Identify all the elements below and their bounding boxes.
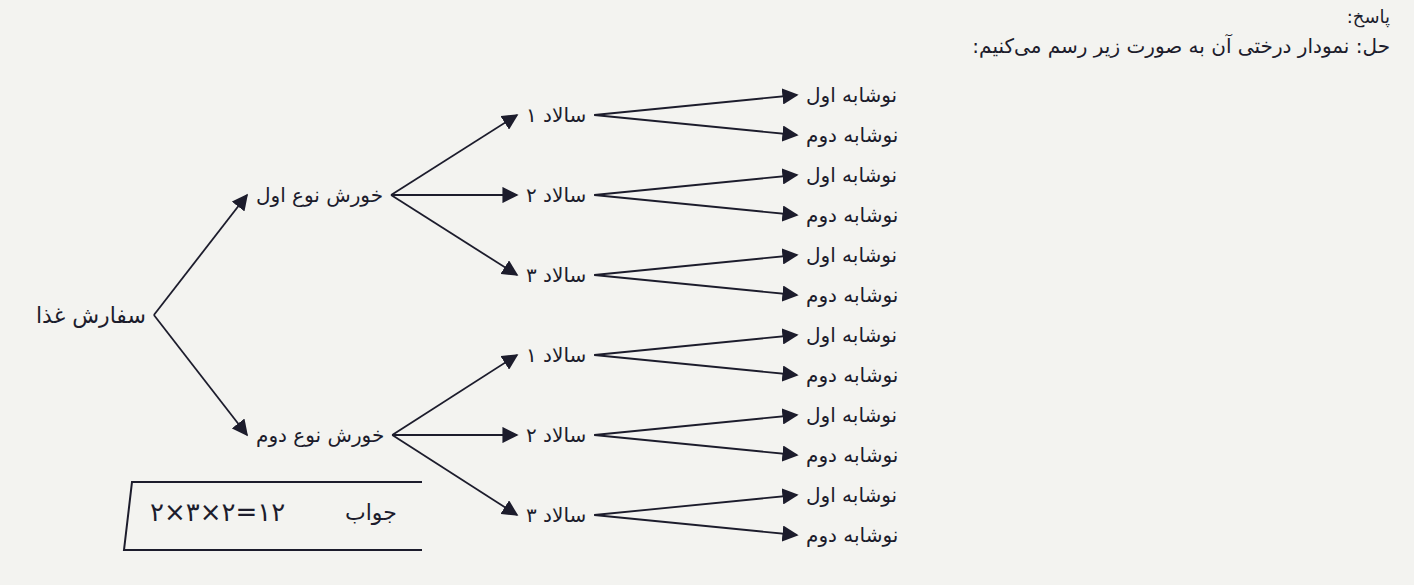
node-text: سالاد ۱ <box>526 103 586 127</box>
node-text: سفارش غذا <box>36 303 146 328</box>
node-text: خورش نوع اول <box>256 183 383 207</box>
node-text: سالاد ۱ <box>526 343 586 367</box>
drink-node: نوشابه دوم <box>800 201 904 229</box>
node-text: نوشابه دوم <box>806 203 898 227</box>
answer-bracket <box>124 482 422 550</box>
node-text: نوشابه دوم <box>806 523 898 547</box>
tree-arrow <box>391 195 517 275</box>
salad-node: سالاد ۳ <box>520 501 592 529</box>
tree-arrow <box>392 434 517 436</box>
salad-node: سالاد ۱ <box>520 101 592 129</box>
node-text: سالاد ۲ <box>526 423 586 447</box>
tree-arrow <box>594 515 797 535</box>
salad-node: سالاد ۲ <box>520 181 592 209</box>
heading-note: پاسخ: <box>1347 6 1390 27</box>
node-text: سالاد ۳ <box>526 263 586 287</box>
drink-node: نوشابه اول <box>800 161 903 189</box>
node-text: نوشابه دوم <box>806 443 898 467</box>
node-text: سالاد ۳ <box>526 503 586 527</box>
tree-arrow <box>392 435 517 515</box>
drink-node: نوشابه دوم <box>800 521 904 549</box>
node-text: نوشابه اول <box>806 403 897 427</box>
node-text: سالاد ۲ <box>526 183 586 207</box>
node-text: خورش نوع دوم <box>256 423 384 447</box>
drink-node: نوشابه اول <box>800 321 903 349</box>
tree-arrow <box>594 335 797 355</box>
solution-line: حل: نمودار درختی آن به صورت زیر رسم می‌ک… <box>972 34 1390 58</box>
tree-arrow <box>391 194 517 196</box>
tree-arrow <box>391 115 517 195</box>
tree-arrow <box>594 175 797 195</box>
drink-node: نوشابه دوم <box>800 361 904 389</box>
stew-node: خورش نوع دوم <box>250 421 390 449</box>
tree-arrow <box>594 195 797 215</box>
tree-arrow <box>392 355 517 435</box>
node-text: نوشابه اول <box>806 243 897 267</box>
drink-node: نوشابه دوم <box>800 281 904 309</box>
tree-arrow <box>594 415 797 435</box>
salad-node: سالاد ۲ <box>520 421 592 449</box>
drink-node: نوشابه اول <box>800 241 903 269</box>
tree-arrow <box>594 435 797 455</box>
salad-node: سالاد ۱ <box>520 341 592 369</box>
node-text: نوشابه دوم <box>806 283 898 307</box>
node-text: نوشابه اول <box>806 163 897 187</box>
answer-word: جواب <box>345 500 397 525</box>
drink-node: نوشابه اول <box>800 401 903 429</box>
node-text: نوشابه دوم <box>806 123 898 147</box>
tree-arrow <box>594 95 797 115</box>
drink-node: نوشابه اول <box>800 81 903 109</box>
drink-node: نوشابه دوم <box>800 441 904 469</box>
tree-arrow <box>594 115 797 135</box>
tree-arrow <box>594 255 797 275</box>
tree-arrow <box>154 315 247 435</box>
tree-arrow <box>594 275 797 295</box>
node-text: نوشابه اول <box>806 83 897 107</box>
root-node: سفارش غذا <box>30 301 152 330</box>
tree-arrow <box>594 495 797 515</box>
answer-expression: ۲×۳×۲=۱۲ <box>150 497 285 527</box>
node-text: نوشابه اول <box>806 323 897 347</box>
salad-node: سالاد ۳ <box>520 261 592 289</box>
tree-arrow <box>594 355 797 375</box>
drink-node: نوشابه دوم <box>800 121 904 149</box>
tree-arrow <box>154 195 247 315</box>
drink-node: نوشابه اول <box>800 481 903 509</box>
node-text: نوشابه اول <box>806 483 897 507</box>
node-text: نوشابه دوم <box>806 363 898 387</box>
stew-node: خورش نوع اول <box>250 181 389 209</box>
